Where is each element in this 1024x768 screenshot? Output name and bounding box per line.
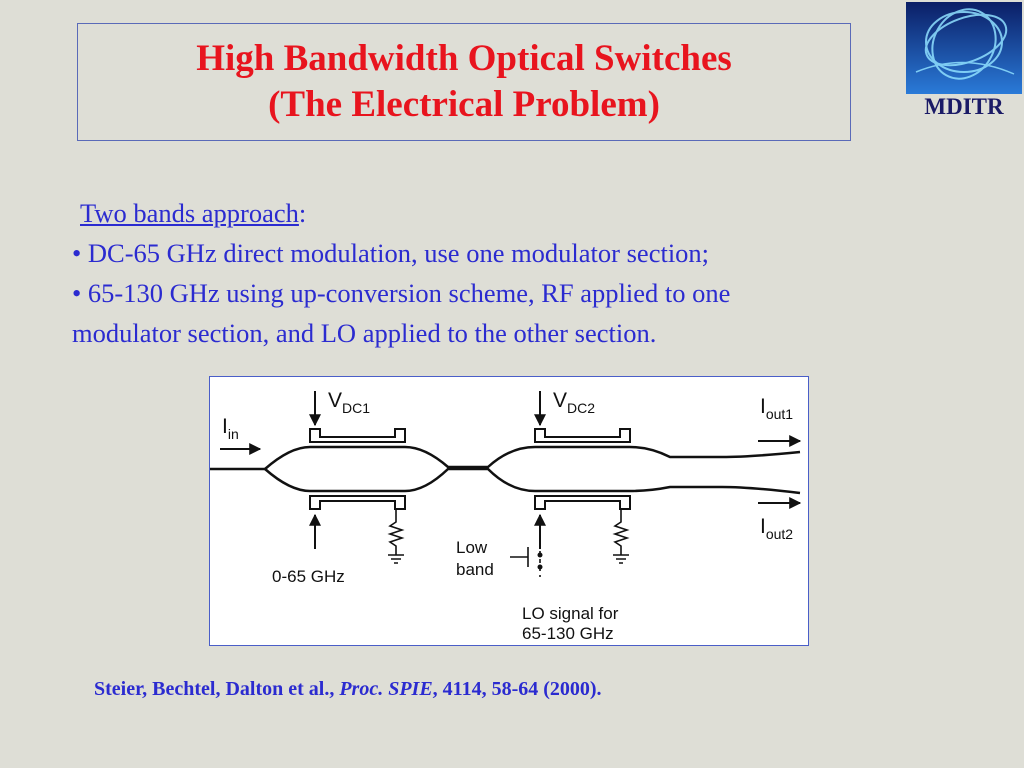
lo-signal-label-line-2: 65-130 GHz <box>522 624 614 643</box>
mditr-logo: MDITR <box>906 2 1022 120</box>
bullet-2: • 65-130 GHz using up-conversion scheme,… <box>72 278 731 308</box>
vdc2-label: VDC2 <box>553 389 595 416</box>
citation-authors: Steier, Bechtel, Dalton et al., <box>94 678 340 700</box>
termination-resistor-1 <box>387 509 405 564</box>
lower-waveguide <box>264 467 801 495</box>
slide-title-line-2: (The Electrical Problem) <box>268 84 660 125</box>
electrode-section-2 <box>534 428 631 510</box>
out2-label: Iout2 <box>760 515 793 542</box>
switch-diagram: Iin VDC1 VDC2 Iout1 Iout2 0-65 GHz Low b… <box>209 376 809 646</box>
bullet-2-continuation: modulator section, and LO applied to the… <box>72 318 657 348</box>
electrode-section-1 <box>309 428 406 510</box>
vdc1-label: VDC1 <box>328 389 370 416</box>
citation-journal: Proc. SPIE <box>339 678 433 700</box>
input-label: Iin <box>222 415 239 442</box>
heading-link: Two bands approach <box>80 198 299 228</box>
logo-text: MDITR <box>924 94 1004 119</box>
title-box: High Bandwidth Optical Switches (The Ele… <box>77 23 851 141</box>
low-band-label-line-2: band <box>456 560 494 579</box>
low-band-switch <box>510 535 541 577</box>
termination-resistor-2 <box>612 509 630 564</box>
low-band-label-line-1: Low <box>456 538 488 557</box>
citation: Steier, Bechtel, Dalton et al., Proc. SP… <box>94 674 602 704</box>
lo-signal-label-line-1: LO signal for <box>522 604 619 623</box>
heading-colon: : <box>298 198 307 228</box>
band-low-label: 0-65 GHz <box>272 567 345 586</box>
bullet-1: • DC-65 GHz direct modulation, use one m… <box>72 238 710 268</box>
section-heading: Two bands approach: <box>72 193 972 233</box>
citation-details: , 4114, 58-64 (2000). <box>432 678 602 700</box>
slide-title-line-1: High Bandwidth Optical Switches <box>196 38 732 79</box>
body-text: Two bands approach: • DC-65 GHz direct m… <box>72 193 972 353</box>
out1-label: Iout1 <box>760 395 793 422</box>
upper-waveguide <box>264 445 801 470</box>
